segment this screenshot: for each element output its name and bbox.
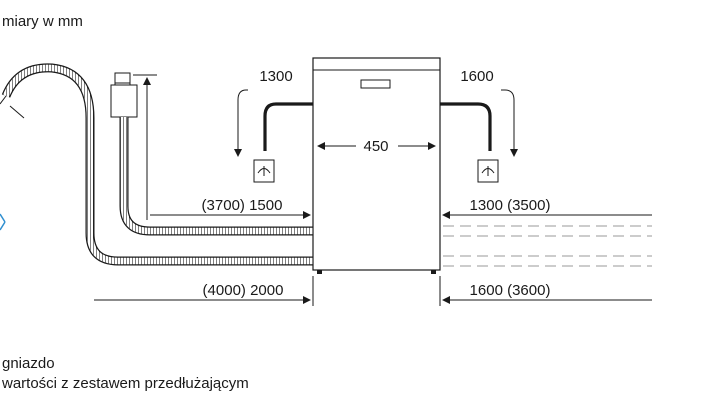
legend-socket: gniazdo	[2, 355, 55, 372]
right-upper-dimension: 1300 (3500)	[442, 197, 652, 219]
drain-hose-loop	[0, 63, 313, 266]
right-lower-dimension: 1600 (3600)	[439, 276, 652, 306]
foot-left-icon	[317, 270, 322, 274]
right-drain-label: 1600	[460, 68, 493, 85]
left-upper-dimension: (3700) 1500	[150, 197, 311, 219]
left-drain-label: 1300	[259, 68, 292, 85]
inlet-valve-icon	[110, 72, 138, 118]
legend-extension: wartości z zestawem przedłużającym	[1, 375, 249, 392]
left-drain-hose: 1300	[234, 68, 313, 183]
tap-height-marker	[133, 74, 157, 220]
foot-right-icon	[431, 270, 436, 274]
right-lower-label: 1600 (3600)	[470, 282, 551, 299]
left-upper-label: (3700) 1500	[202, 197, 283, 214]
width-dimension: 450	[317, 138, 436, 155]
right-upper-label: 1300 (3500)	[470, 197, 551, 214]
inlet-hose	[119, 117, 313, 236]
width-label: 450	[363, 138, 388, 155]
right-drain-hose: 1600	[440, 68, 518, 183]
units-caption: miary w mm	[2, 13, 83, 30]
left-lower-label: (4000) 2000	[203, 282, 284, 299]
hose-extension-dashes	[443, 225, 652, 267]
control-panel-icon	[360, 79, 391, 89]
socket-marker-icon	[0, 213, 6, 231]
left-lower-dimension: (4000) 2000	[94, 276, 314, 306]
dishwasher-outline	[312, 57, 441, 274]
